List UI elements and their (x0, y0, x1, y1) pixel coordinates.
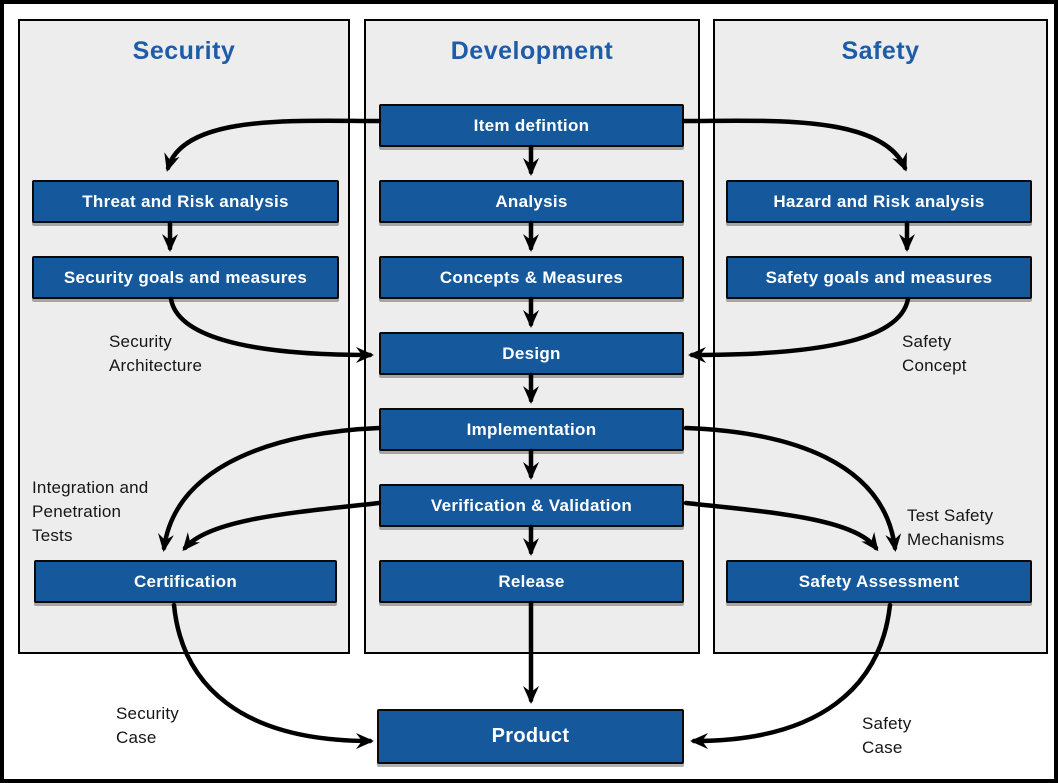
label-security-architecture: Security Architecture (109, 330, 202, 378)
label-safety-concept: Safety Concept (902, 330, 967, 378)
label-line: Case (862, 738, 903, 757)
node-analysis: Analysis (379, 180, 684, 223)
label-line: Concept (902, 356, 967, 375)
node-release: Release (379, 560, 684, 603)
node-concepts-and-measures: Concepts & Measures (379, 256, 684, 299)
node-item-definition: Item defintion (379, 104, 684, 147)
label-line: Mechanisms (907, 530, 1005, 549)
label-line: Tests (32, 526, 73, 545)
node-security-goals-and-measures: Security goals and measures (32, 256, 339, 299)
label-safety-case: Safety Case (862, 712, 911, 760)
node-implementation: Implementation (379, 408, 684, 451)
label-line: Security (109, 332, 173, 351)
node-certification: Certification (34, 560, 337, 603)
node-safety-assessment: Safety Assessment (726, 560, 1032, 603)
label-line: Safety (902, 332, 952, 351)
label-test-safety-mechanisms: Test Safety Mechanisms (907, 504, 1004, 552)
panel-title-safety: Safety (841, 37, 920, 65)
label-line: Architecture (109, 356, 203, 375)
node-product: Product (377, 709, 684, 764)
panel-title-security: Security (132, 37, 236, 65)
node-hazard-and-risk-analysis: Hazard and Risk analysis (726, 180, 1032, 223)
label-line: Test Safety (907, 506, 994, 525)
label-integration-penetration-tests: Integration and Penetration Tests (32, 476, 148, 548)
label-line: Case (116, 728, 157, 747)
node-safety-goals-and-measures: Safety goals and measures (726, 256, 1032, 299)
node-verification-and-validation: Verification & Validation (379, 484, 684, 527)
label-line: Security (116, 704, 180, 723)
label-security-case: Security Case (116, 702, 179, 750)
label-line: Penetration (32, 502, 122, 521)
label-line: Safety (862, 714, 912, 733)
node-threat-and-risk-analysis: Threat and Risk analysis (32, 180, 339, 223)
label-line: Integration and (32, 478, 149, 497)
panel-safety: Safety (713, 19, 1048, 654)
node-design: Design (379, 332, 684, 375)
panel-title-development: Development (450, 37, 614, 65)
